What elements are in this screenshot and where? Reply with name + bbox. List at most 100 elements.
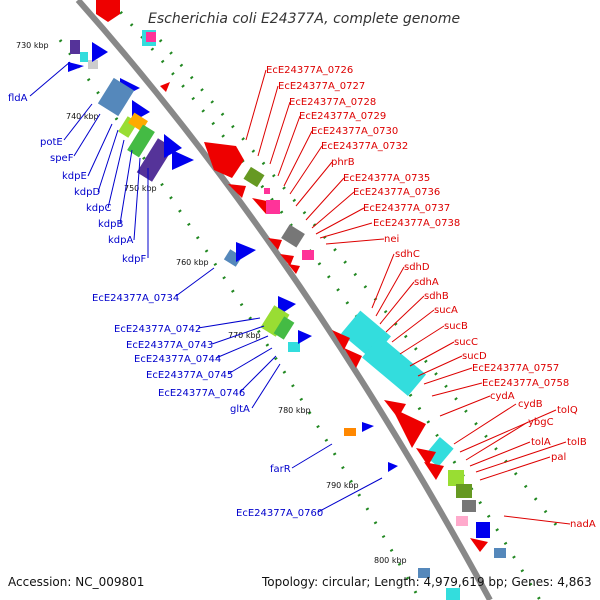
gene-block[interactable] — [446, 588, 460, 600]
gene-block[interactable] — [362, 335, 426, 397]
gene-label[interactable]: sucD — [462, 351, 487, 362]
gene-label[interactable]: kdpE — [62, 171, 87, 182]
gene-label[interactable]: EcE24377A_0737 — [363, 203, 450, 214]
gene-arrow[interactable] — [236, 242, 256, 262]
gene-arrow[interactable] — [160, 82, 170, 92]
gene-block[interactable] — [281, 224, 305, 248]
gene-block[interactable] — [344, 428, 356, 436]
gene-label[interactable]: sucB — [444, 321, 468, 332]
gene-label[interactable]: sdhB — [424, 291, 449, 302]
gene-block[interactable] — [80, 52, 88, 62]
gene-arrow[interactable] — [204, 142, 244, 178]
gene-block[interactable] — [88, 60, 98, 69]
gene-label[interactable]: cydB — [518, 399, 543, 410]
gene-label[interactable]: EcE24377A_0746 — [158, 388, 245, 399]
gene-label[interactable]: speF — [50, 153, 74, 164]
gene-label[interactable]: kdpB — [98, 219, 123, 230]
gene-block[interactable] — [127, 124, 155, 158]
gene-label[interactable]: gltA — [230, 404, 250, 415]
gene-block[interactable] — [146, 32, 156, 42]
gene-label[interactable]: EcE24377A_0758 — [482, 378, 569, 389]
gene-label[interactable]: sdhC — [395, 249, 420, 260]
gene-label[interactable]: EcE24377A_0743 — [126, 340, 213, 351]
gene-label[interactable]: EcE24377A_0727 — [278, 81, 365, 92]
gene-label[interactable]: EcE24377A_0738 — [373, 218, 460, 229]
gene-arrow[interactable] — [362, 422, 374, 432]
gene-block[interactable] — [418, 568, 430, 578]
gc-content-trace — [58, 0, 562, 600]
gene-block[interactable] — [462, 500, 476, 512]
gene-block[interactable] — [302, 250, 314, 260]
gene-label[interactable]: pal — [551, 452, 566, 463]
gene-block[interactable] — [264, 188, 270, 194]
gene-block[interactable] — [97, 77, 135, 117]
gene-label[interactable]: tolB — [567, 437, 587, 448]
gene-arrow[interactable] — [388, 462, 398, 472]
gene-label[interactable]: EcE24377A_0728 — [289, 97, 376, 108]
gene-label[interactable]: kdpC — [86, 203, 111, 214]
gene-block[interactable] — [288, 342, 300, 352]
gene-label[interactable]: sdhD — [404, 262, 430, 273]
gene-arrow[interactable] — [416, 448, 436, 466]
gene-block[interactable] — [273, 316, 295, 340]
gene-label[interactable]: nadA — [570, 519, 596, 530]
gene-label[interactable]: farR — [270, 464, 291, 475]
gene-label[interactable]: EcE24377A_0730 — [311, 126, 398, 137]
gene-arrow[interactable] — [298, 330, 312, 344]
gene-label[interactable]: sucA — [434, 305, 458, 316]
gene-label[interactable]: EcE24377A_0732 — [321, 141, 408, 152]
gene-label[interactable]: EcE24377A_0742 — [114, 324, 201, 335]
gene-block[interactable] — [476, 522, 490, 538]
gene-arrow[interactable] — [172, 150, 194, 170]
gene-label[interactable]: tolQ — [557, 405, 578, 416]
gene-block[interactable] — [243, 166, 265, 188]
tick-label: 790 kbp — [326, 481, 359, 490]
accession-text: Accession: NC_009801 — [8, 575, 144, 589]
tick-label: 750 kbp — [124, 184, 157, 193]
gene-arrow[interactable] — [470, 538, 488, 552]
gene-arrow[interactable] — [228, 184, 246, 198]
gene-label[interactable]: nei — [384, 234, 399, 245]
gene-block[interactable] — [260, 305, 290, 337]
gene-label[interactable]: tolA — [531, 437, 551, 448]
gene-label[interactable]: EcE24377A_0745 — [146, 370, 233, 381]
gene-arrow[interactable] — [92, 42, 108, 62]
gene-block[interactable] — [448, 470, 464, 486]
gene-block[interactable] — [266, 200, 280, 214]
gene-label[interactable]: sucC — [454, 337, 478, 348]
gene-label[interactable]: EcE24377A_0726 — [266, 65, 353, 76]
gene-label[interactable]: cydA — [490, 391, 515, 402]
gene-arrow[interactable] — [344, 348, 362, 368]
gene-block[interactable] — [70, 40, 80, 54]
gene-label[interactable]: kdpF — [122, 254, 146, 265]
gene-arrow[interactable] — [288, 264, 300, 274]
gene-arrow[interactable] — [280, 254, 294, 266]
gene-label[interactable]: kdpA — [108, 235, 133, 246]
gene-arrow[interactable] — [424, 462, 444, 480]
gene-label[interactable]: kdpD — [74, 187, 100, 198]
forward-strand-genes — [96, 0, 488, 552]
gene-block[interactable] — [223, 249, 243, 267]
gene-arrow[interactable] — [392, 408, 426, 448]
gene-arrow[interactable] — [332, 330, 350, 350]
gene-arrow[interactable] — [68, 62, 84, 72]
gene-arrow[interactable] — [268, 238, 282, 250]
gene-label[interactable]: EcE24377A_0757 — [472, 363, 559, 374]
gene-arrow[interactable] — [96, 0, 120, 22]
gene-label[interactable]: potE — [40, 137, 63, 148]
gene-label[interactable]: sdhA — [414, 277, 439, 288]
gene-label[interactable]: EcE24377A_0744 — [134, 354, 221, 365]
gene-label[interactable]: ybgC — [528, 417, 554, 428]
gene-label[interactable]: EcE24377A_0729 — [299, 111, 386, 122]
gene-label[interactable]: EcE24377A_0734 — [92, 293, 179, 304]
gene-label[interactable]: EcE24377A_0760 — [236, 508, 323, 519]
gene-arrow[interactable] — [164, 134, 182, 158]
gene-label[interactable]: EcE24377A_0735 — [343, 173, 430, 184]
gene-block[interactable] — [494, 548, 506, 558]
gene-label[interactable]: phrB — [331, 157, 355, 168]
gene-block[interactable] — [456, 516, 468, 526]
gene-label[interactable]: EcE24377A_0736 — [353, 187, 440, 198]
tick-label: 780 kbp — [278, 406, 311, 415]
gene-block[interactable] — [456, 484, 472, 498]
gene-label[interactable]: fldA — [8, 93, 28, 104]
